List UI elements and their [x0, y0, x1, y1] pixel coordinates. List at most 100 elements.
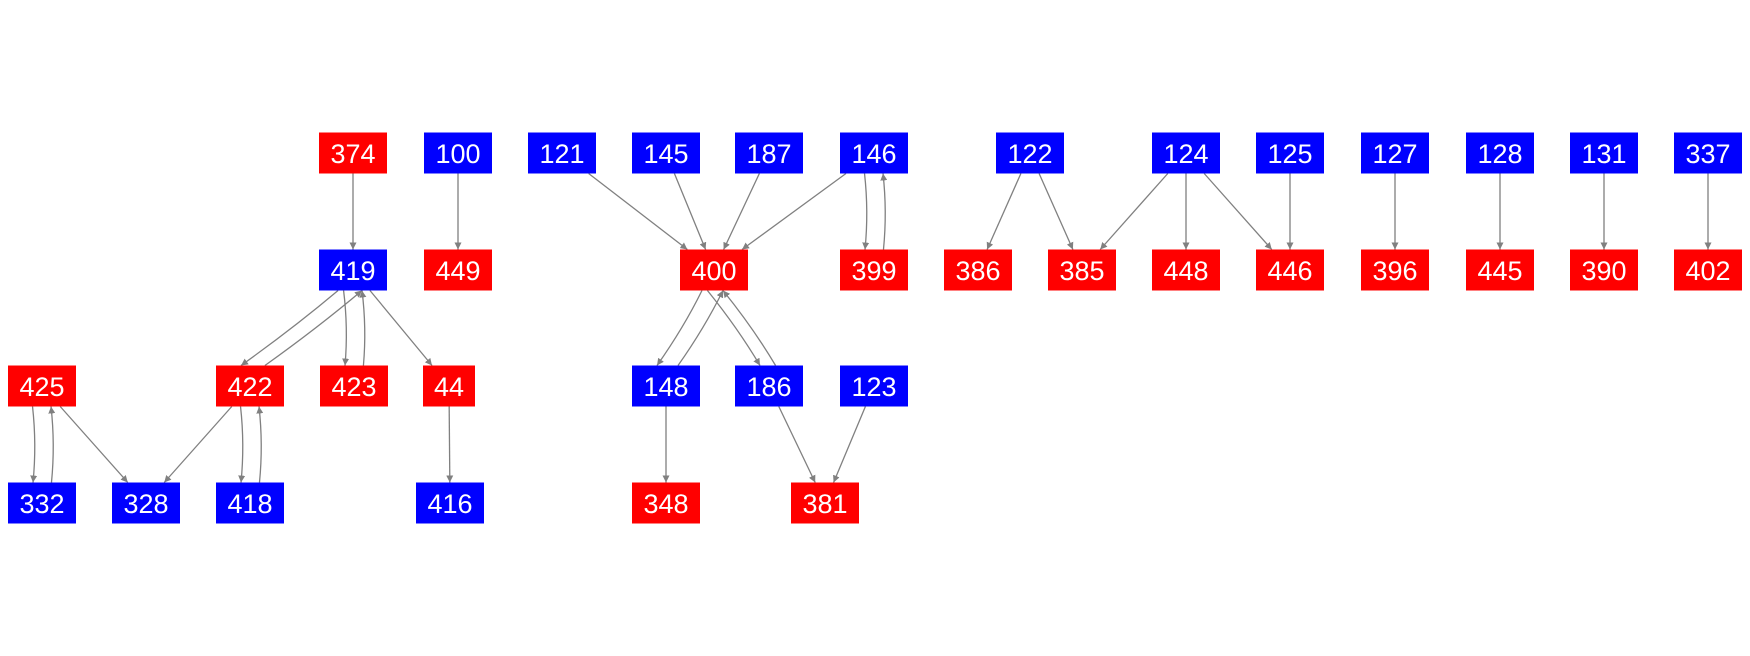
- node-396[interactable]: 396: [1361, 249, 1429, 291]
- node-446[interactable]: 446: [1256, 249, 1324, 291]
- node-label: 337: [1685, 139, 1730, 169]
- node-label: 390: [1581, 256, 1626, 286]
- node-337[interactable]: 337: [1674, 132, 1742, 174]
- edge-419-to-44: [369, 290, 433, 366]
- node-146[interactable]: 146: [840, 132, 908, 174]
- node-148[interactable]: 148: [632, 365, 700, 407]
- node-label: 100: [435, 139, 480, 169]
- node-box: [8, 365, 76, 407]
- node-label: 123: [851, 372, 896, 402]
- node-label: 416: [427, 489, 472, 519]
- node-label: 446: [1267, 256, 1312, 286]
- node-box: [1570, 132, 1638, 174]
- node-127[interactable]: 127: [1361, 132, 1429, 174]
- node-label: 419: [330, 256, 375, 286]
- node-box: [424, 132, 492, 174]
- node-124[interactable]: 124: [1152, 132, 1220, 174]
- edge-186-to-381: [778, 406, 816, 483]
- node-385[interactable]: 385: [1048, 249, 1116, 291]
- node-449[interactable]: 449: [424, 249, 492, 291]
- node-label: 145: [643, 139, 688, 169]
- node-box: [632, 132, 700, 174]
- node-399[interactable]: 399: [840, 249, 908, 291]
- edge-124-to-385: [1099, 173, 1169, 250]
- edge-423-to-419: [359, 290, 367, 366]
- node-131[interactable]: 131: [1570, 132, 1638, 174]
- edge-399-to-146: [880, 173, 888, 250]
- node-100[interactable]: 100: [424, 132, 492, 174]
- node-402[interactable]: 402: [1674, 249, 1742, 291]
- node-box: [840, 249, 908, 291]
- node-box: [424, 249, 492, 291]
- node-box: [1361, 132, 1429, 174]
- nodes-layer: 374 100 121 145 187 146 122 124 125 127 128 131 337 4…: [8, 132, 1742, 524]
- node-box: [735, 132, 803, 174]
- edge-422-to-328: [163, 406, 233, 483]
- node-box: [320, 365, 388, 407]
- node-125[interactable]: 125: [1256, 132, 1324, 174]
- node-423[interactable]: 423: [320, 365, 388, 407]
- edge-422-to-418: [238, 406, 246, 483]
- node-box: [1674, 132, 1742, 174]
- edge-124-to-446: [1203, 173, 1273, 250]
- edge-418-to-422: [256, 406, 264, 483]
- node-381[interactable]: 381: [791, 482, 859, 524]
- node-400[interactable]: 400: [680, 249, 748, 291]
- edge-187-to-400: [723, 173, 760, 250]
- node-box: [632, 482, 700, 524]
- node-label: 402: [1685, 256, 1730, 286]
- node-box: [840, 365, 908, 407]
- node-box: [1361, 249, 1429, 291]
- node-418[interactable]: 418: [216, 482, 284, 524]
- node-box: [791, 482, 859, 524]
- node-label: 399: [851, 256, 896, 286]
- node-label: 146: [851, 139, 896, 169]
- edge-400-to-148: [656, 290, 703, 366]
- node-386[interactable]: 386: [944, 249, 1012, 291]
- node-425[interactable]: 425: [8, 365, 76, 407]
- node-label: 396: [1372, 256, 1417, 286]
- edge-122-to-386: [986, 173, 1022, 250]
- node-label: 122: [1007, 139, 1052, 169]
- node-186[interactable]: 186: [735, 365, 803, 407]
- node-328[interactable]: 328: [112, 482, 180, 524]
- node-332[interactable]: 332: [8, 482, 76, 524]
- edge-146-to-400: [741, 172, 847, 251]
- node-box: [735, 365, 803, 407]
- node-422[interactable]: 422: [216, 365, 284, 407]
- node-label: 422: [227, 372, 272, 402]
- node-label: 348: [643, 489, 688, 519]
- node-box: [112, 482, 180, 524]
- node-box: [840, 132, 908, 174]
- edge-422-to-419: [264, 290, 363, 367]
- node-122[interactable]: 122: [996, 132, 1064, 174]
- node-374[interactable]: 374: [319, 132, 387, 174]
- edge-419-to-422: [240, 290, 339, 367]
- node-348[interactable]: 348: [632, 482, 700, 524]
- node-44[interactable]: 44: [423, 365, 475, 407]
- node-445[interactable]: 445: [1466, 249, 1534, 291]
- node-419[interactable]: 419: [319, 249, 387, 291]
- node-187[interactable]: 187: [735, 132, 803, 174]
- edge-419-to-423: [342, 290, 350, 366]
- node-label: 423: [331, 372, 376, 402]
- node-123[interactable]: 123: [840, 365, 908, 407]
- node-390[interactable]: 390: [1570, 249, 1638, 291]
- node-label: 186: [746, 372, 791, 402]
- node-416[interactable]: 416: [416, 482, 484, 524]
- node-label: 425: [19, 372, 64, 402]
- node-box: [319, 132, 387, 174]
- node-label: 121: [539, 139, 584, 169]
- node-label: 381: [802, 489, 847, 519]
- node-448[interactable]: 448: [1152, 249, 1220, 291]
- node-label: 385: [1059, 256, 1104, 286]
- node-box: [1152, 132, 1220, 174]
- node-label: 127: [1372, 139, 1417, 169]
- node-121[interactable]: 121: [528, 132, 596, 174]
- node-145[interactable]: 145: [632, 132, 700, 174]
- node-label: 449: [435, 256, 480, 286]
- node-label: 187: [746, 139, 791, 169]
- node-128[interactable]: 128: [1466, 132, 1534, 174]
- node-box: [1674, 249, 1742, 291]
